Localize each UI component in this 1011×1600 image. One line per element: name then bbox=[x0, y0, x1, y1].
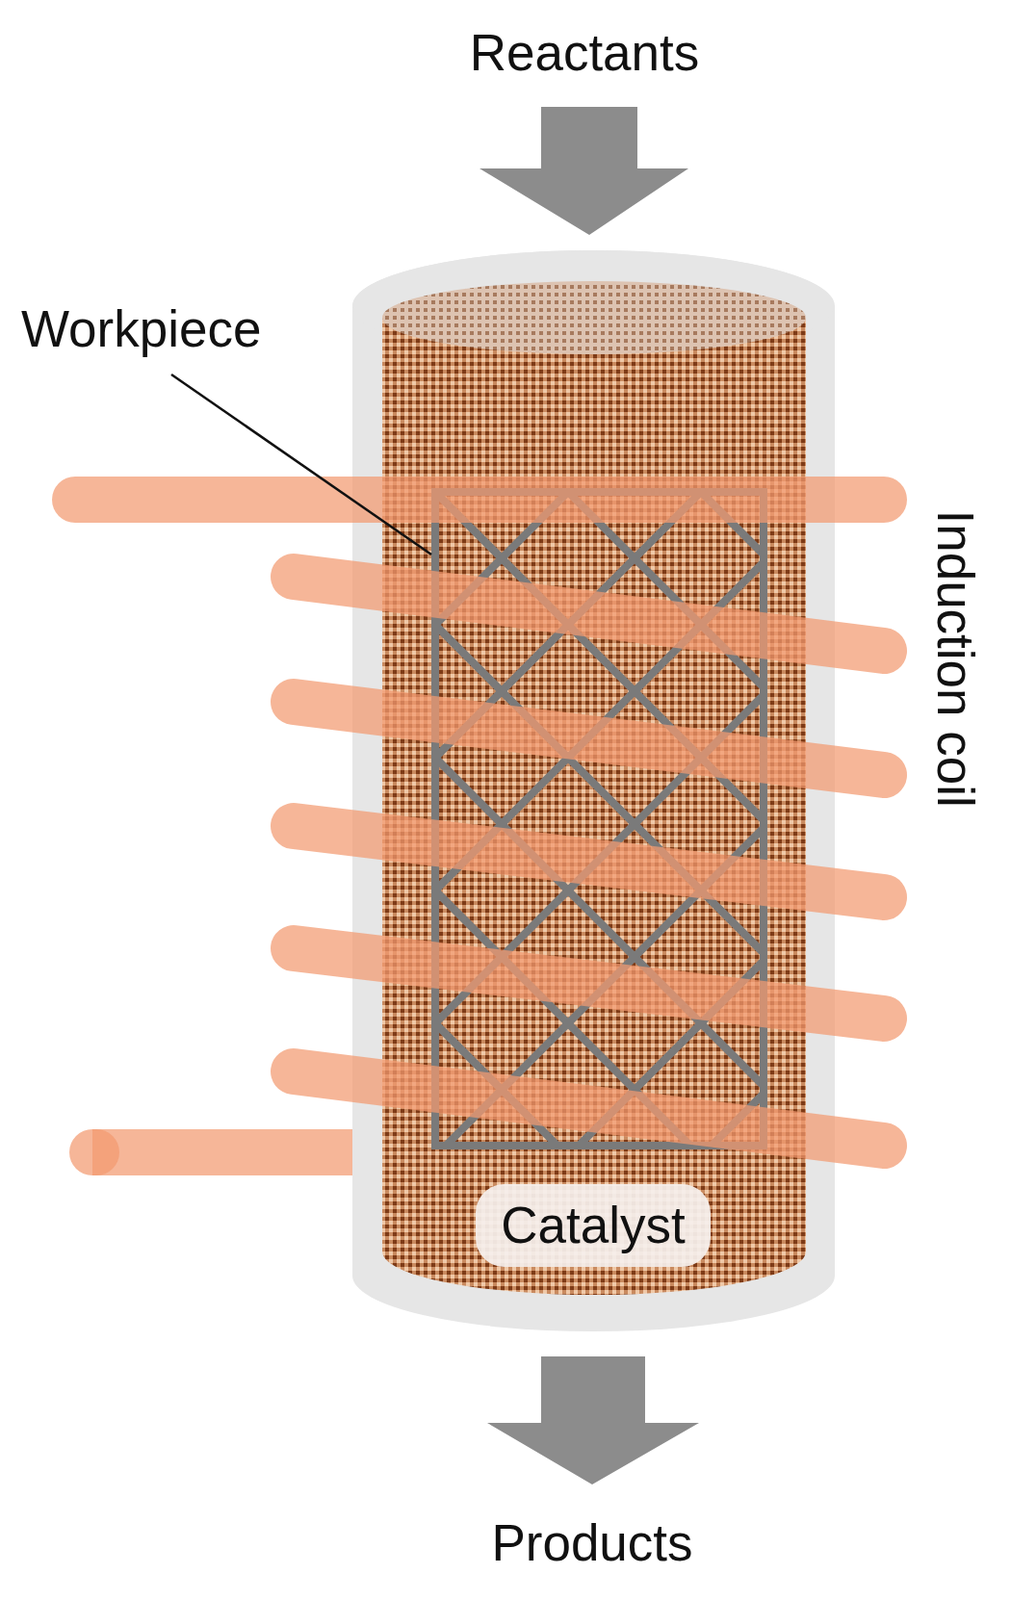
leader-line bbox=[171, 374, 432, 555]
inlet-arrow bbox=[479, 106, 689, 235]
outlet-arrow bbox=[487, 1356, 700, 1485]
catalyst-top bbox=[382, 281, 806, 355]
induction-coil bbox=[75, 499, 884, 1153]
part-label: Induction coil bbox=[927, 509, 984, 807]
node-text: Catalyst bbox=[500, 1197, 685, 1254]
workpiece-lattice bbox=[435, 492, 764, 1146]
reactor-tube bbox=[352, 250, 835, 1332]
part-label: Workpiece bbox=[21, 301, 261, 358]
flow-label: Products bbox=[491, 1515, 693, 1572]
flow-label: Reactants bbox=[469, 25, 700, 81]
catalyst-label-box: Catalyst bbox=[475, 1184, 710, 1268]
